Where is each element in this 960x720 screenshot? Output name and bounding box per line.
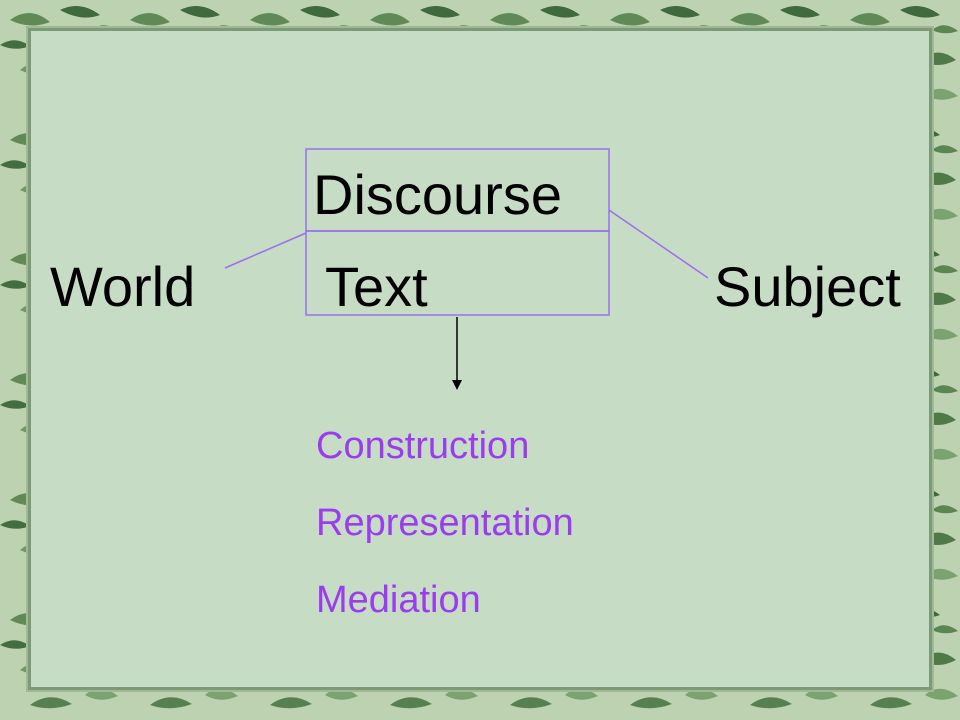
slide-panel xyxy=(28,28,932,690)
subject-connector-line xyxy=(608,209,709,279)
outcome-construction: Construction xyxy=(316,425,530,467)
outcome-representation: Representation xyxy=(316,502,574,544)
world-connector-line xyxy=(224,232,307,269)
world-label: World xyxy=(50,255,196,318)
text-box xyxy=(305,230,610,316)
outcome-list: Construction Representation Mediation xyxy=(316,408,574,639)
subject-label: Subject xyxy=(714,255,901,318)
outcome-mediation: Mediation xyxy=(316,579,481,621)
arrow-head xyxy=(452,380,462,390)
text-label: Text xyxy=(325,255,428,318)
discourse-label: Discourse xyxy=(313,163,562,226)
